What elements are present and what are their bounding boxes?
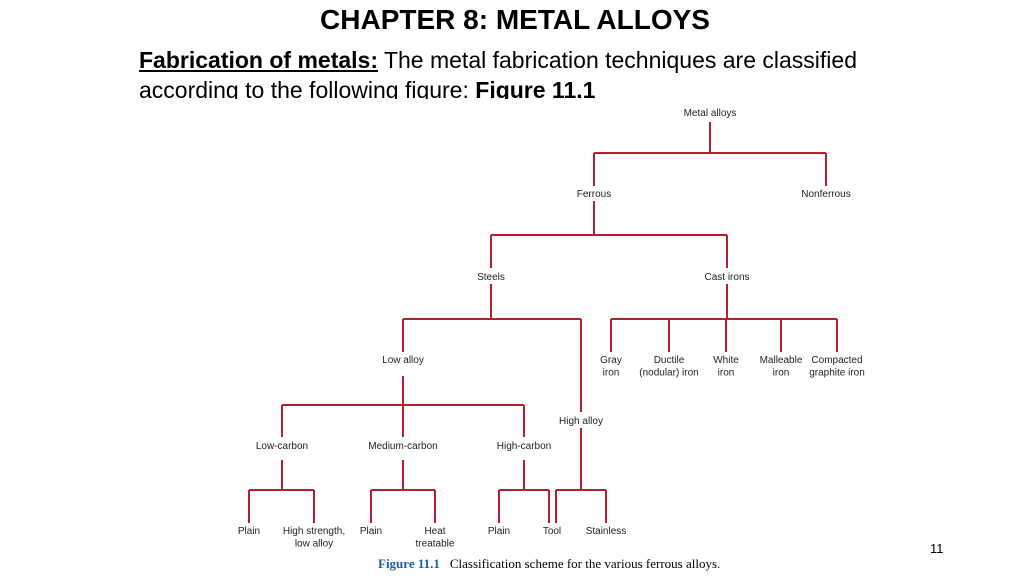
node-high-carbon: High-carbon <box>497 441 551 452</box>
node-medium-carbon-plain: Plain <box>360 526 382 537</box>
subtitle-lead: Fabrication of metals: <box>139 47 378 73</box>
node-low-carbon: Low-carbon <box>256 441 308 452</box>
subtitle-figure-ref: Figure 11.1 <box>475 77 596 99</box>
node-high-strength-low-alloy: High strength,low alloy <box>283 526 345 550</box>
node-tool: Tool <box>543 526 561 537</box>
node-metal-alloys: Metal alloys <box>684 108 737 119</box>
node-steels: Steels <box>477 272 505 283</box>
node-stainless: Stainless <box>586 526 627 537</box>
node-medium-carbon: Medium-carbon <box>368 441 437 452</box>
node-nonferrous: Nonferrous <box>801 189 850 200</box>
tree-connectors <box>248 122 838 523</box>
figure-caption-label: Figure 11.1 <box>378 556 440 571</box>
node-low-carbon-plain: Plain <box>238 526 260 537</box>
node-high-carbon-plain: Plain <box>488 526 510 537</box>
figure-caption: Figure 11.1 Classification scheme for the… <box>378 556 720 572</box>
node-cast-irons: Cast irons <box>704 272 749 283</box>
node-ferrous: Ferrous <box>577 189 611 200</box>
subtitle-text: The metal fabrication techniques are cla… <box>139 47 857 99</box>
slide-title: CHAPTER 8: METAL ALLOYS <box>320 4 710 35</box>
slide-subtitle: Fabrication of metals: The metal fabrica… <box>139 45 899 99</box>
page-number: 11 <box>930 541 944 556</box>
node-high-alloy: High alloy <box>559 416 603 427</box>
node-ductile-iron: Ductile(nodular) iron <box>639 355 698 379</box>
node-low-alloy: Low alloy <box>382 355 424 366</box>
figure-caption-text: Classification scheme for the various fe… <box>449 556 721 571</box>
